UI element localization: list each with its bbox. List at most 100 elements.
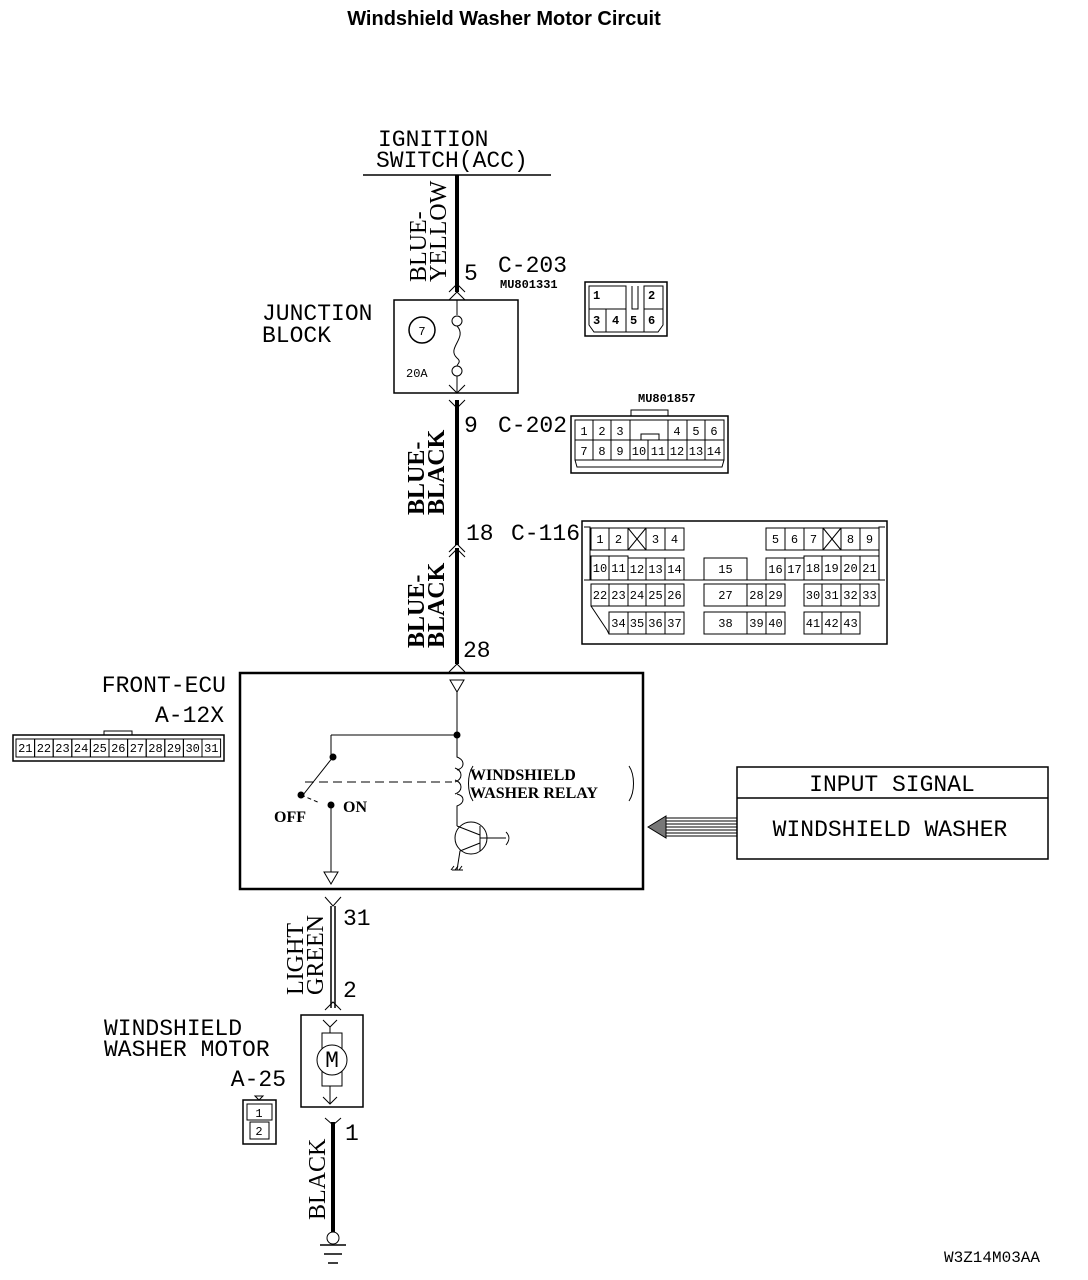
connector-pin-label: 36 <box>648 617 662 631</box>
wire-label-light-green: LIGHT GREEN <box>283 915 329 995</box>
connector-face-c202: MU801857 <box>570 392 729 474</box>
junction-block: JUNCTION BLOCK 7 20A <box>262 299 519 394</box>
ignition-switch: IGNITION SWITCH(ACC) <box>363 127 551 176</box>
connector-face-a12x <box>12 730 225 762</box>
connector-pin-label: 16 <box>768 563 782 577</box>
connector-pin-label: 21 <box>18 742 32 756</box>
svg-text:3: 3 <box>593 314 600 328</box>
connector-cavity <box>840 611 861 635</box>
wire-label-black: BLACK <box>305 1138 331 1220</box>
a25-pin-bottom: 1 <box>345 1121 359 1147</box>
svg-text:1: 1 <box>255 1107 262 1121</box>
c116-pin-bottom: 28 <box>463 638 491 664</box>
ignition-switch-label-1: IGNITION <box>378 127 488 153</box>
connector-pin-label: 8 <box>598 445 605 459</box>
svg-text:BLUE-: BLUE- <box>406 211 432 282</box>
svg-text:4: 4 <box>612 314 619 328</box>
connector-pin-label: 18 <box>806 562 820 576</box>
connector-pin-label: 15 <box>718 563 732 577</box>
svg-text:1: 1 <box>593 289 600 303</box>
connector-pin-label: 6 <box>791 533 798 547</box>
a25-name: A-25 <box>231 1067 286 1093</box>
connector-pin-label: 7 <box>810 533 817 547</box>
motor-symbol: M <box>325 1048 339 1074</box>
connector-pin-label: 31 <box>204 742 218 756</box>
diagram-code: W3Z14M03AA <box>944 1249 1040 1267</box>
fuse-icon <box>453 325 461 367</box>
fuse-rating: 20A <box>406 367 428 381</box>
svg-text:6: 6 <box>648 314 655 328</box>
switch-on-label: ON <box>343 799 367 816</box>
a25-pin-top: 2 <box>343 978 357 1004</box>
c202-name: C-202 <box>498 413 567 439</box>
connector-pin-label: 9 <box>616 445 623 459</box>
connector-pin-label: 22 <box>593 589 607 603</box>
ecu-label: FRONT-ECU <box>102 673 226 699</box>
ignition-switch-label-2: SWITCH(ACC) <box>376 148 528 174</box>
connector-pin-label: 10 <box>632 445 646 459</box>
svg-text:2: 2 <box>648 289 655 303</box>
svg-text:LIGHT: LIGHT <box>283 923 309 995</box>
c203-pin: 5 <box>464 261 478 287</box>
connector-pin-label: 32 <box>843 589 857 603</box>
connector-pin-label: 38 <box>718 617 732 631</box>
washer-motor: WINDSHIELD WASHER MOTOR A-25 M <box>104 1014 364 1108</box>
connector-pin-label: 19 <box>824 562 838 576</box>
connector-cavity <box>765 583 786 607</box>
fuse-number-circle <box>408 316 436 344</box>
connector-pin-label: 25 <box>92 742 106 756</box>
svg-text:2: 2 <box>255 1125 262 1139</box>
motor-icon <box>316 1044 348 1076</box>
connector-pin-label: 24 <box>74 742 88 756</box>
ground-symbol-icon <box>450 865 463 871</box>
connector-pin-label: 43 <box>843 617 857 631</box>
connector-cavity <box>664 583 685 607</box>
connector-pin-label: 42 <box>824 617 838 631</box>
connector-pin-label: 22 <box>37 742 51 756</box>
input-signal-box: INPUT SIGNAL WINDSHIELD WASHER <box>736 766 1049 860</box>
connector-arrow-c203 <box>448 283 466 301</box>
connector-pin-label: 12 <box>630 563 644 577</box>
svg-text:BLACK: BLACK <box>305 1138 331 1220</box>
input-signal-arrow <box>647 815 737 839</box>
connector-pin-label: 9 <box>866 533 873 547</box>
svg-text:YELLOW: YELLOW <box>426 180 452 282</box>
connector-pin-label: 3 <box>652 533 659 547</box>
connector-pin-label: 27 <box>718 589 732 603</box>
connector-pin-label: 13 <box>689 445 703 459</box>
c116-pin-top: 18 <box>466 521 494 547</box>
connector-pin-label: 5 <box>772 533 779 547</box>
connector-cavity <box>859 583 880 607</box>
connector-pin-label: 12 <box>670 445 684 459</box>
connector-cavity <box>765 611 786 635</box>
connector-pin-label: 3 <box>616 425 623 439</box>
fuse-number: 7 <box>418 325 425 339</box>
svg-text:BLACK: BLACK <box>424 562 450 648</box>
connector-cavity <box>859 527 880 551</box>
junction-block-label-1: JUNCTION <box>262 301 372 327</box>
connector-pin-label: 39 <box>749 617 763 631</box>
diagram-title: Windshield Washer Motor Circuit <box>347 8 661 30</box>
connector-face-a25: 1 2 <box>242 1095 277 1145</box>
wire-label-blue-black-2: BLUE- BLACK <box>404 562 450 648</box>
svg-text:BLUE-: BLUE- <box>404 442 430 515</box>
connector-face-c116 <box>581 520 888 645</box>
connector-pin-label: 34 <box>611 617 625 631</box>
svg-text:5: 5 <box>630 314 637 328</box>
connector-pin-label: 29 <box>167 742 181 756</box>
input-signal-value: WINDSHIELD WASHER <box>773 817 1008 843</box>
wire-label-blue-black-1: BLUE- BLACK <box>404 429 450 515</box>
connector-pin-label: 17 <box>787 563 801 577</box>
connector-pin-label: 10 <box>593 562 607 576</box>
connector-face-c203: 1 2 3 4 5 6 <box>584 281 668 337</box>
connector-pin-label: 4 <box>671 533 678 547</box>
connector-pin-label: 23 <box>55 742 69 756</box>
connector-pin-label: 41 <box>806 617 820 631</box>
relay-label-1: WINDSHIELD <box>470 767 576 784</box>
connector-pin-label: 5 <box>692 425 699 439</box>
connector-pin-label: 33 <box>862 589 876 603</box>
a12x-name: A-12X <box>155 703 224 729</box>
connector-cavity <box>664 611 685 635</box>
connector-pin-label: 6 <box>710 425 717 439</box>
connector-pin-label: 40 <box>768 617 782 631</box>
